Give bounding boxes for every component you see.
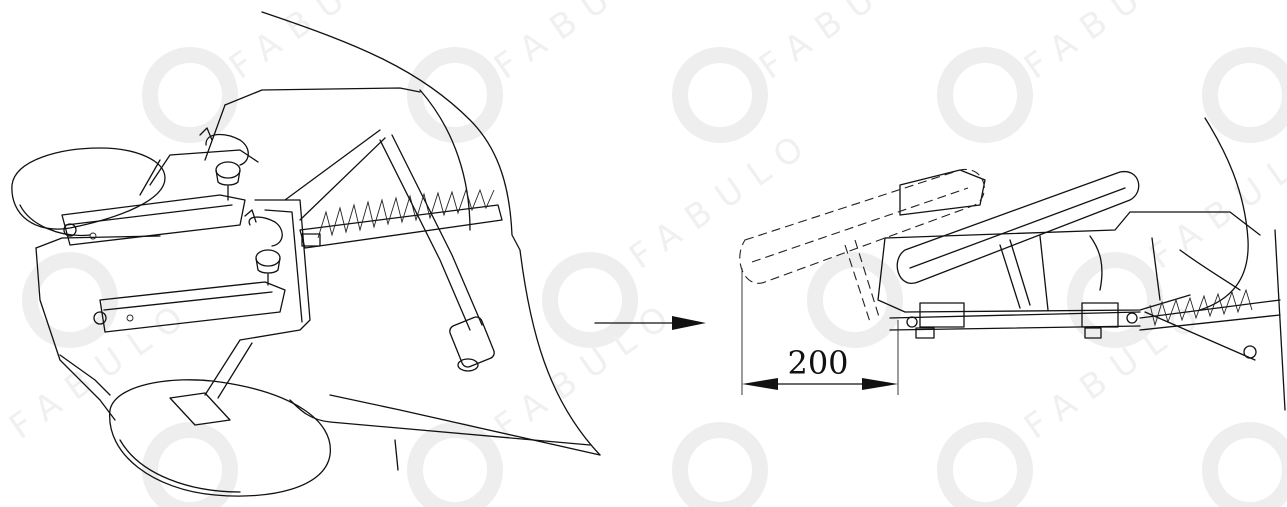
foot-pad-ghost (739, 169, 985, 323)
bracket-frame-left (61, 149, 311, 341)
foot-pad-right (896, 171, 1140, 309)
foot-pad-lower (109, 339, 331, 497)
gear-rack-right (1139, 288, 1281, 361)
foot-pad-upper (11, 147, 166, 237)
rotate-arrow-icon (199, 127, 283, 247)
watermark-text: FABULO (487, 0, 687, 87)
adjustment-knob-lower (255, 249, 281, 286)
watermark-text: FABULO (222, 0, 422, 87)
dimension-label: 200 (787, 344, 848, 382)
bracket-frame-right (889, 302, 1141, 339)
watermark-logo (22, 47, 1287, 507)
watermark-text: FABULO (1017, 0, 1217, 87)
right-arrow-icon (594, 316, 706, 330)
adjustment-knob-upper (215, 161, 241, 201)
watermark-text: FABULO (1142, 120, 1287, 277)
gear-rack-left (299, 188, 503, 249)
cable-connector (284, 129, 495, 372)
watermark-text: FABULO (622, 120, 822, 277)
dimension-line (741, 268, 899, 395)
watermark-text: FABULO (487, 290, 687, 447)
machine-body-right (877, 117, 1286, 411)
watermark-text: FABULO (752, 0, 952, 87)
